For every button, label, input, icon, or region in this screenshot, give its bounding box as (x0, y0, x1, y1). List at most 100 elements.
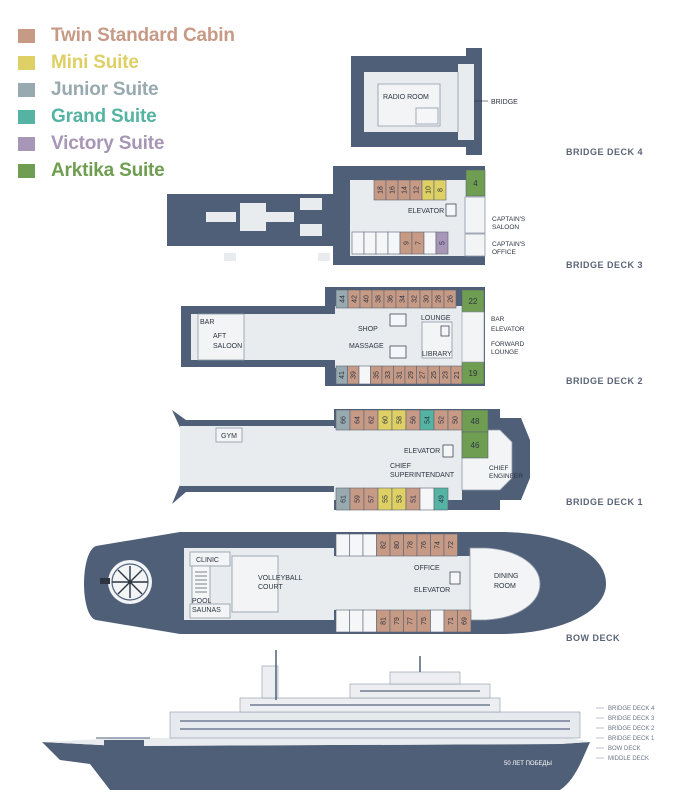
bridge3-bottom-cabins: 9 7 5 (351, 231, 449, 255)
profile-deck-label: MIDDLE DECK (608, 756, 649, 762)
cabin-number: 82 (381, 541, 388, 549)
cabin-number: 7 (415, 241, 422, 245)
cabin-number: 29 (408, 371, 415, 379)
bridge3-captains-office (464, 233, 486, 257)
cabin (465, 169, 486, 197)
bridge3-elevator-box (445, 203, 457, 217)
legend-item-mini: Mini Suite (18, 49, 235, 76)
cabin-number: 44 (339, 295, 346, 303)
cabin (362, 533, 377, 557)
cabin-number: 5 (439, 241, 446, 245)
profile-deck-label: BRIDGE DECK 3 (608, 716, 655, 722)
bridge2-shop-label: SHOP (358, 326, 378, 333)
cabin-number: 38 (375, 295, 382, 303)
profile-hull-name: 50 ЛЕТ ПОБЕДЫ (504, 761, 552, 767)
cabin-number: 81 (381, 617, 388, 625)
cabin-number: 76 (421, 541, 428, 549)
legend-label: Victory Suite (51, 132, 165, 154)
cabin-number: 72 (448, 541, 455, 549)
bridge3-aft-vents (206, 198, 330, 261)
cabin (362, 609, 377, 633)
bridge1-elevator-label: ELEVATOR (404, 448, 440, 455)
cabin-number: 19 (469, 369, 478, 378)
bow-volleyball-label-2: COURT (258, 584, 283, 591)
cabin (443, 533, 458, 557)
forward-lounge-area (461, 311, 485, 363)
cabin (419, 487, 435, 511)
cabin (358, 365, 371, 385)
cabin (349, 609, 364, 633)
cabin-number: 41 (339, 371, 346, 379)
profile-deck-label: BRIDGE DECK 2 (608, 726, 655, 732)
cabin-number: 40 (363, 295, 370, 303)
bow-saunas-label: SAUNAS (192, 607, 221, 614)
cabin-number: 46 (471, 441, 480, 450)
cabin-number: 36 (387, 295, 394, 303)
cabin (430, 609, 445, 633)
cabin-number: 49 (438, 495, 445, 503)
cabin-number: 52 (438, 416, 445, 424)
cabin (433, 487, 449, 511)
cabin (457, 609, 472, 633)
cabin-number: 48 (471, 417, 480, 426)
cabin-number: 50 (452, 416, 459, 424)
cabin (335, 609, 350, 633)
bridge1-gym-label: GYM (221, 433, 237, 440)
legend-label: Arktika Suite (51, 159, 165, 181)
bow-pool-steps (195, 571, 207, 593)
cabin (363, 231, 377, 255)
cabin-number: 12 (413, 186, 420, 194)
bridge2-elevator-box (440, 325, 450, 337)
helipad (100, 560, 152, 604)
cabin-number: 34 (399, 295, 406, 303)
legend-item-victory: Victory Suite (18, 130, 235, 157)
legend-item-grand: Grand Suite (18, 103, 235, 130)
legend-item-twin: Twin Standard Cabin (18, 22, 235, 49)
bow-volleyball-label: VOLLEYBALL (258, 575, 302, 582)
cabin (443, 289, 457, 309)
helicopter-icon (96, 737, 150, 746)
bridge2-aft-saloon-label: AFT (213, 333, 227, 340)
bow-clinic-label: CLINIC (196, 557, 219, 564)
cabin-number: 4 (473, 179, 478, 188)
bow-interior-fwd (334, 556, 470, 610)
bridge3-corner-cabin: 4 (465, 169, 486, 197)
cabin-number: 57 (368, 495, 375, 503)
cabin (433, 179, 447, 201)
legend-swatch (18, 55, 35, 70)
cabin-number: 54 (424, 416, 431, 424)
bridge2-forward-lounge-label-2: LOUNGE (491, 349, 519, 356)
cabin (435, 231, 449, 255)
cabin-number: 42 (351, 295, 358, 303)
cabin-number: 9 (403, 241, 410, 245)
bridge2-forward-lounge-label: FORWARD (491, 341, 525, 348)
cabin (349, 533, 364, 557)
deck-title-bridge4: BRIDGE DECK 4 (566, 147, 644, 157)
cabin-number: 32 (411, 295, 418, 303)
legend-swatch (18, 109, 35, 124)
bridge2-massage-label: MASSAGE (349, 343, 384, 350)
bridge-deck-4: RADIO ROOM BRIDGE (351, 48, 518, 155)
profile-funnel (261, 665, 279, 699)
cabin-number: 33 (385, 371, 392, 379)
profile-deck-label: BOW DECK (608, 746, 641, 752)
legend-swatch (18, 28, 35, 43)
profile-superstructure-1 (169, 711, 581, 739)
cabin (351, 231, 365, 255)
bridge2-aft-saloon-label-2: SALOON (213, 343, 242, 350)
cabin-number: 16 (389, 186, 396, 194)
cabin-number: 10 (425, 186, 432, 194)
bridge3-captains-saloon-label: CAPTAIN'S (492, 216, 526, 223)
bridge2-lounge-label: LOUNGE (421, 315, 451, 322)
bridge1-chief-eng-label: CHIEF (489, 465, 509, 472)
bridge3-elevator-label: ELEVATOR (408, 208, 444, 215)
legend-item-junior: Junior Suite (18, 76, 235, 103)
cabin-number: 28 (435, 295, 442, 303)
bridge2-massage (389, 345, 407, 359)
bridge3-captains-saloon-label-2: SALOON (492, 224, 519, 231)
cabin-number: 35 (374, 371, 381, 379)
